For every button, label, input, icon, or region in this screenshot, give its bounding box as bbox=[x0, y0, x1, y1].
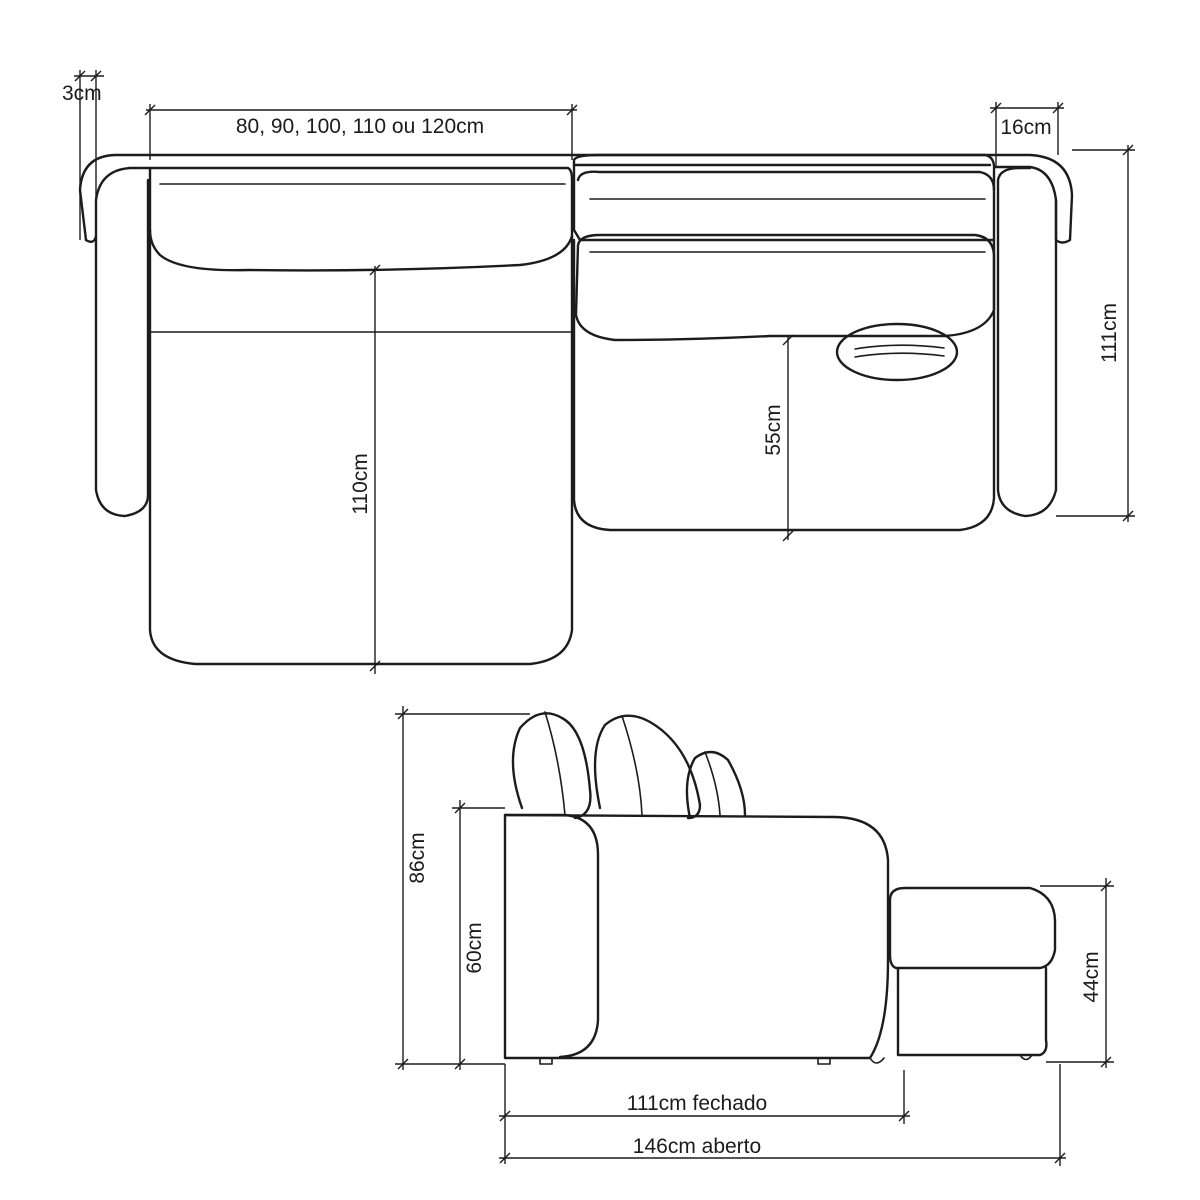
seat-back-cushion-upper bbox=[572, 153, 996, 242]
label-footrest-height: 44cm bbox=[1080, 951, 1103, 1002]
label-total-depth: 111cm bbox=[1098, 303, 1121, 363]
seat-back-cushion-top bbox=[572, 163, 996, 192]
armrest-pad bbox=[835, 322, 959, 382]
foot-front bbox=[539, 1057, 553, 1065]
seat-base bbox=[572, 238, 996, 532]
side-arm bbox=[503, 813, 600, 1059]
label-arm-gap: 3cm bbox=[62, 82, 102, 105]
label-chaise-length: 110cm bbox=[349, 453, 372, 514]
seat-cushion bbox=[574, 233, 996, 342]
chaise-body bbox=[148, 228, 574, 666]
label-length-open: 146cm aberto bbox=[633, 1135, 761, 1158]
side-body bbox=[503, 813, 890, 1060]
side-view bbox=[503, 711, 1057, 1065]
foot-mid bbox=[817, 1057, 831, 1065]
label-seat-depth: 55cm bbox=[762, 404, 785, 455]
top-view bbox=[78, 153, 1074, 666]
footrest-wheel bbox=[1019, 1054, 1033, 1061]
label-arm-height: 60cm bbox=[463, 922, 486, 973]
label-total-height: 86cm bbox=[406, 832, 429, 883]
back-cushion-3 bbox=[685, 750, 747, 820]
chaise-back-cushion bbox=[148, 166, 574, 272]
top-dimensions bbox=[74, 70, 1135, 674]
backrest-frame bbox=[78, 153, 1074, 244]
back-cushion-2 bbox=[593, 714, 702, 820]
label-arm-width: 16cm bbox=[1000, 116, 1051, 139]
footrest-cushion bbox=[888, 886, 1057, 970]
label-chaise-width: 80, 90, 100, 110 ou 120cm bbox=[236, 115, 484, 138]
label-length-closed: 111cm fechado bbox=[627, 1092, 767, 1115]
right-arm bbox=[996, 166, 1058, 518]
side-dimensions bbox=[395, 706, 1114, 1166]
armrest-pad-seam bbox=[854, 344, 945, 358]
back-cushion-1 bbox=[511, 712, 592, 820]
dimension-labels: 3cm 80, 90, 100, 110 ou 120cm 16cm 111cm… bbox=[62, 82, 1121, 1158]
foot-wheel bbox=[869, 1057, 885, 1064]
footrest-base bbox=[896, 966, 1048, 1057]
